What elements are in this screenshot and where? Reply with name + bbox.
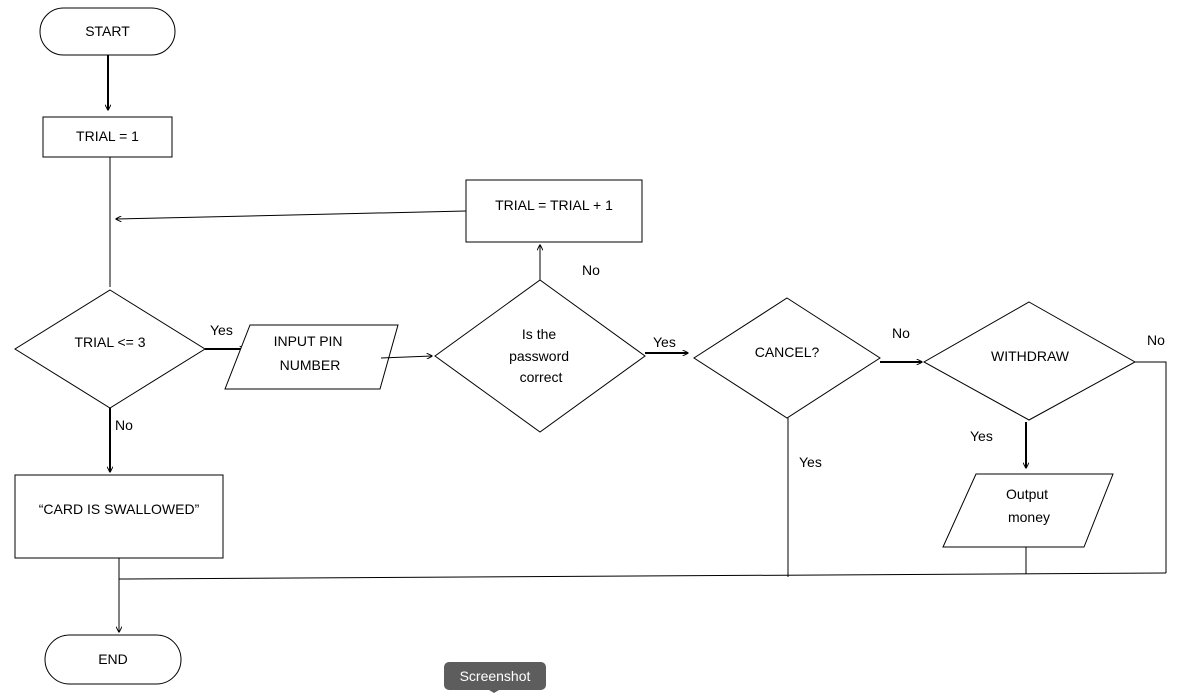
- output-money-io: Output money: [942, 473, 1114, 548]
- trial-increment-process: TRIAL = TRIAL + 1: [465, 179, 643, 243]
- screenshot-tooltip-label: Screenshot: [459, 668, 531, 684]
- start-terminal: START: [39, 7, 176, 56]
- trial-init-label: TRIAL = 1: [76, 128, 139, 144]
- end-terminal: END: [44, 634, 182, 685]
- card-swallowed-process: “CARD IS SWALLOWED”: [14, 474, 224, 559]
- password-no-label: No: [582, 262, 600, 278]
- withdraw-check-label: WITHDRAW: [991, 348, 1070, 364]
- trial-no-label: No: [115, 417, 133, 433]
- card-swallowed-label: “CARD IS SWALLOWED”: [39, 501, 200, 517]
- cancel-check-decision: CANCEL?: [693, 297, 881, 419]
- output-money-line-2: money: [1008, 509, 1050, 525]
- cancel-yes-label: Yes: [799, 454, 822, 470]
- password-line-2: password: [509, 348, 569, 364]
- start-label: START: [85, 23, 130, 39]
- screenshot-tooltip-tail: [489, 690, 499, 693]
- trial-check-decision: TRIAL <= 3: [14, 289, 206, 409]
- cancel-no-label: No: [892, 325, 910, 341]
- connector-pin-to-password: [380, 356, 432, 358]
- input-pin-label: INPUT PIN NUMBER: [274, 333, 347, 373]
- connector-increment-loop-back: [116, 210, 467, 219]
- password-line-3: correct: [520, 369, 563, 385]
- trial-yes-label: Yes: [210, 322, 233, 338]
- input-pin-io: INPUT PIN NUMBER: [224, 324, 399, 390]
- screenshot-tooltip: Screenshot: [444, 662, 546, 690]
- trial-check-label: TRIAL <= 3: [74, 334, 145, 350]
- password-check-decision: Is the password correct: [434, 279, 646, 433]
- connector-merge-line: [118, 572, 1167, 580]
- password-check-label: Is the password correct: [509, 326, 573, 385]
- connector-withdraw-no: [1135, 361, 1167, 573]
- password-yes-label: Yes: [653, 334, 676, 350]
- input-pin-line-2: NUMBER: [280, 357, 341, 373]
- end-label: END: [98, 651, 128, 667]
- cancel-check-label: CANCEL?: [755, 344, 820, 360]
- password-line-1: Is the: [522, 326, 556, 342]
- withdraw-no-label: No: [1147, 332, 1165, 348]
- output-money-label: Output money: [1006, 486, 1052, 525]
- trial-increment-label: TRIAL = TRIAL + 1: [495, 197, 613, 213]
- withdraw-check-decision: WITHDRAW: [922, 301, 1137, 421]
- input-pin-line-1: INPUT PIN: [274, 333, 343, 349]
- output-money-line-1: Output: [1006, 486, 1048, 502]
- trial-init-process: TRIAL = 1: [42, 116, 173, 158]
- withdraw-yes-label: Yes: [970, 428, 993, 444]
